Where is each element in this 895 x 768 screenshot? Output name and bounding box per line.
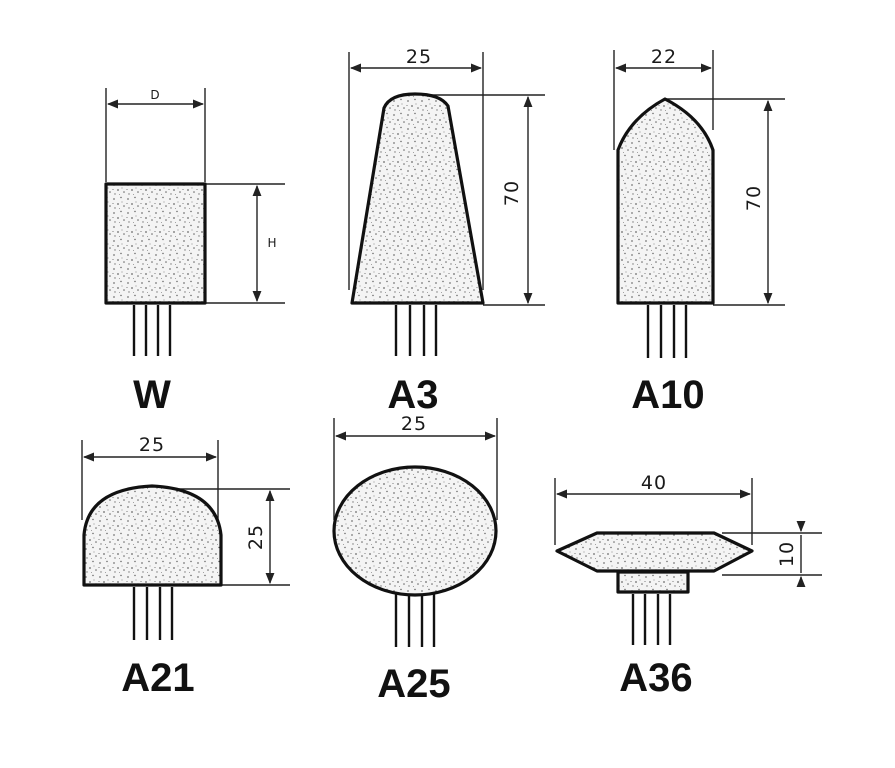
w-height-label: H [267, 236, 276, 250]
shape-a10: 22 70 A10 [613, 46, 785, 417]
a25-shank [394, 594, 436, 647]
a10-code-label: A10 [631, 373, 704, 417]
a21-dome-body [82, 484, 223, 587]
w-shank [132, 305, 172, 356]
a25-code-label: A25 [377, 662, 450, 706]
shape-a21: 25 25 A21 [81, 434, 290, 700]
a36-disc-body [555, 531, 754, 573]
w-cylinder-body [104, 182, 207, 305]
shape-a25: 25 A25 [332, 413, 498, 706]
shape-a36: 40 10 A36 [554, 472, 822, 700]
a21-width-label: 25 [139, 434, 165, 456]
a36-width-label: 40 [641, 472, 667, 494]
shape-a3: 25 70 A3 [348, 46, 545, 417]
a36-height-label: 10 [776, 541, 798, 567]
a25-ball-body [332, 465, 498, 597]
a10-bullet-body [616, 97, 715, 305]
a10-width-label: 22 [651, 46, 677, 68]
a25-width-label: 25 [401, 413, 427, 435]
a36-code-label: A36 [619, 656, 692, 700]
a10-height-label: 70 [743, 185, 765, 211]
a3-height-label: 70 [501, 180, 523, 206]
shape-w: D H W [104, 88, 285, 417]
a36-hub [616, 570, 690, 594]
a21-height-label: 25 [245, 524, 267, 550]
a3-width-label: 25 [406, 46, 432, 68]
a3-shank [394, 305, 438, 356]
w-width-label: D [150, 88, 159, 102]
a36-shank [631, 594, 672, 645]
w-code-label: W [133, 373, 171, 417]
a21-shank [132, 587, 174, 640]
a10-shank [646, 305, 688, 358]
a21-code-label: A21 [121, 656, 194, 700]
a3-code-label: A3 [387, 373, 438, 417]
a3-cone-body [350, 92, 485, 305]
